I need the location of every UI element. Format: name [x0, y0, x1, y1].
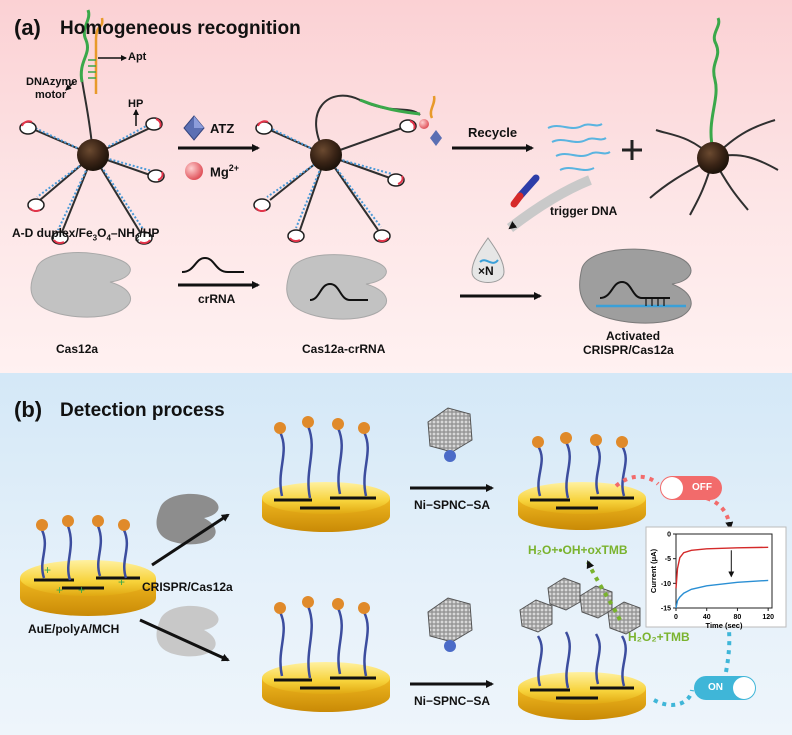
nanocube-top [427, 407, 473, 462]
plus-icon [622, 140, 642, 160]
x-tick-label: 0 [674, 614, 678, 621]
chart-plot-frame [675, 533, 773, 609]
panel-b-letter: (b) [14, 397, 43, 422]
trigger-dna-label: trigger DNA [550, 204, 618, 218]
multiplier-label: ×N [478, 264, 494, 278]
cas12a-crrna-label: Cas12a-crRNA [302, 342, 386, 356]
electrode-off [518, 432, 646, 530]
magnet-icon [510, 174, 540, 208]
cas12a-active-icon [156, 493, 219, 545]
chart-x-axis-label: Time (sec) [706, 621, 743, 630]
electrode-on [518, 577, 646, 720]
recycle-label: Recycle [468, 125, 518, 140]
probe-label-part-3: –NH [110, 226, 135, 240]
chart-panel [645, 526, 787, 628]
chart-series-line-1 [675, 546, 769, 589]
hp-label: HP [128, 98, 144, 110]
electrode-bottom-middle [262, 596, 390, 712]
dnazyme-label-line-2: motor [35, 89, 67, 101]
svg-text:+: + [118, 575, 125, 589]
probe-label-sub-2: 4 [106, 233, 111, 243]
activated-label-line-1: Activated [606, 329, 661, 343]
y-tick-label: -15 [661, 606, 671, 613]
nanocube-bottom [427, 597, 473, 652]
nanocube-label-top: Ni−SPNC−SA [414, 498, 491, 512]
trigger-dna-strands [547, 123, 611, 171]
y-tick-label: 0 [667, 532, 671, 539]
cas12a-crrna-complex [286, 254, 387, 320]
electrode-label: AuE/polyA/MCH [28, 622, 120, 636]
svg-text:+: + [78, 583, 85, 597]
cas12a-inactive-icon [156, 605, 219, 657]
y-tick-label: -10 [661, 581, 671, 588]
branch-arrow-up [151, 513, 230, 567]
panel-a-title: Homogeneous recognition [60, 18, 301, 39]
product-label: H₂O+•OH+oxTMB [528, 543, 628, 557]
crispr-label: CRISPR/Cas12a [142, 580, 233, 594]
activated-label-line-2: CRISPR/Cas12a [583, 343, 674, 357]
probe-complex-2 [253, 94, 442, 243]
probe-label-sub-3: 2 [134, 233, 140, 243]
on-path [653, 689, 694, 707]
mg-label-charge: 2+ [228, 163, 240, 173]
probe-complex-1 [19, 9, 165, 245]
dnazyme-pointer [65, 81, 75, 91]
nanocube-label-bottom: Ni−SPNC−SA [414, 694, 491, 708]
x-tick-label: 120 [762, 614, 774, 621]
off-toggle [660, 476, 722, 500]
x-tick-label: 40 [703, 614, 711, 621]
chart-series-line-2 [675, 579, 769, 609]
off-dotted-arrow [697, 494, 734, 530]
panel-a-letter: (a) [14, 15, 41, 40]
trigger-droplet [471, 237, 505, 283]
atz-icon [183, 115, 205, 141]
dnazyme-label-line-1: DNAzyme [26, 76, 78, 88]
recycle-curve-arrow [506, 175, 592, 232]
mg-label-base: Mg [210, 164, 229, 180]
crrna-label: crRNA [198, 292, 236, 306]
chart-y-axis-label: Current (μA) [649, 548, 658, 593]
activated-cas12a [579, 248, 692, 324]
on-label: ON [708, 682, 723, 693]
electrode-left: + + + + [20, 515, 156, 616]
mg-label: Mg2+ [210, 163, 239, 179]
crrna-icon [181, 256, 244, 273]
probe-label-part-1: A-D duplex/Fe [12, 226, 93, 240]
probe-label-sub-1: 3 [92, 233, 98, 243]
cas12a-protein [30, 252, 131, 318]
panel-b-title: Detection process [60, 400, 225, 421]
x-tick-label: 80 [734, 614, 742, 621]
svg-text:+: + [44, 563, 51, 577]
y-tick-label: -5 [665, 556, 671, 563]
mg-ion-icon [185, 162, 203, 180]
probe-label-part-4: /HP [139, 226, 160, 240]
off-label: OFF [692, 482, 712, 493]
product-bead [649, 17, 779, 216]
electrode-top-middle [262, 416, 390, 532]
probe-label: A-D duplex/Fe3O4–NH2/HP [12, 226, 159, 242]
apt-label: Apt [128, 51, 147, 63]
branch-arrow-down [139, 618, 230, 662]
substrate-label: H₂O₂+TMB [628, 630, 690, 644]
cas12a-label: Cas12a [56, 342, 99, 356]
probe-label-part-2: O [97, 226, 107, 240]
atz-label: ATZ [210, 121, 235, 136]
svg-text:+: + [56, 583, 63, 597]
on-toggle [694, 676, 756, 700]
